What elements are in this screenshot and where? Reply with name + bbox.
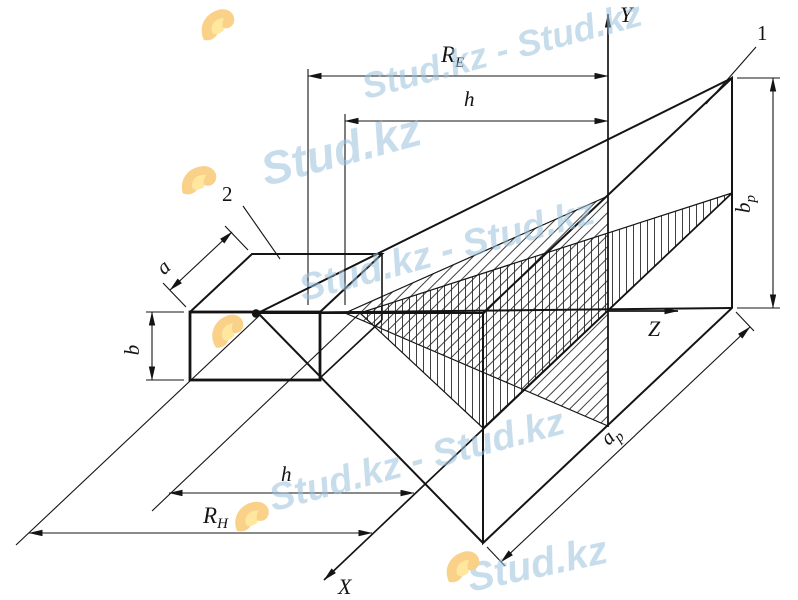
labels: Y Z X 1 2 RE h h RH a b ap bp	[120, 2, 768, 599]
phase-center-dot	[251, 309, 261, 318]
z-axis-label: Z	[648, 316, 661, 341]
b-label: b	[120, 345, 144, 356]
dimension-lines	[28, 72, 777, 563]
leader-horn	[705, 46, 757, 105]
callout-waveguide-number: 2	[222, 182, 233, 206]
rh-label: RH	[202, 503, 229, 532]
dim-a	[169, 231, 233, 291]
waveguide-end-bottom	[319, 319, 383, 379]
horn-outline	[257, 75, 733, 546]
x-axis-label: X	[337, 574, 353, 599]
leader-waveguide	[242, 205, 281, 260]
extension-lines	[15, 69, 780, 567]
re-label: RE	[440, 42, 464, 71]
y-axis-label: Y	[620, 2, 635, 27]
h-bottom-label: h	[281, 462, 292, 486]
bp-label: bp	[731, 195, 759, 214]
horn-edge-top	[257, 77, 733, 314]
h-top-label: h	[464, 87, 475, 111]
callout-horn-number: 1	[757, 21, 768, 45]
horn-edge-back	[257, 307, 733, 314]
dim-ap	[500, 326, 751, 563]
horn-edge-bottom	[257, 312, 484, 544]
